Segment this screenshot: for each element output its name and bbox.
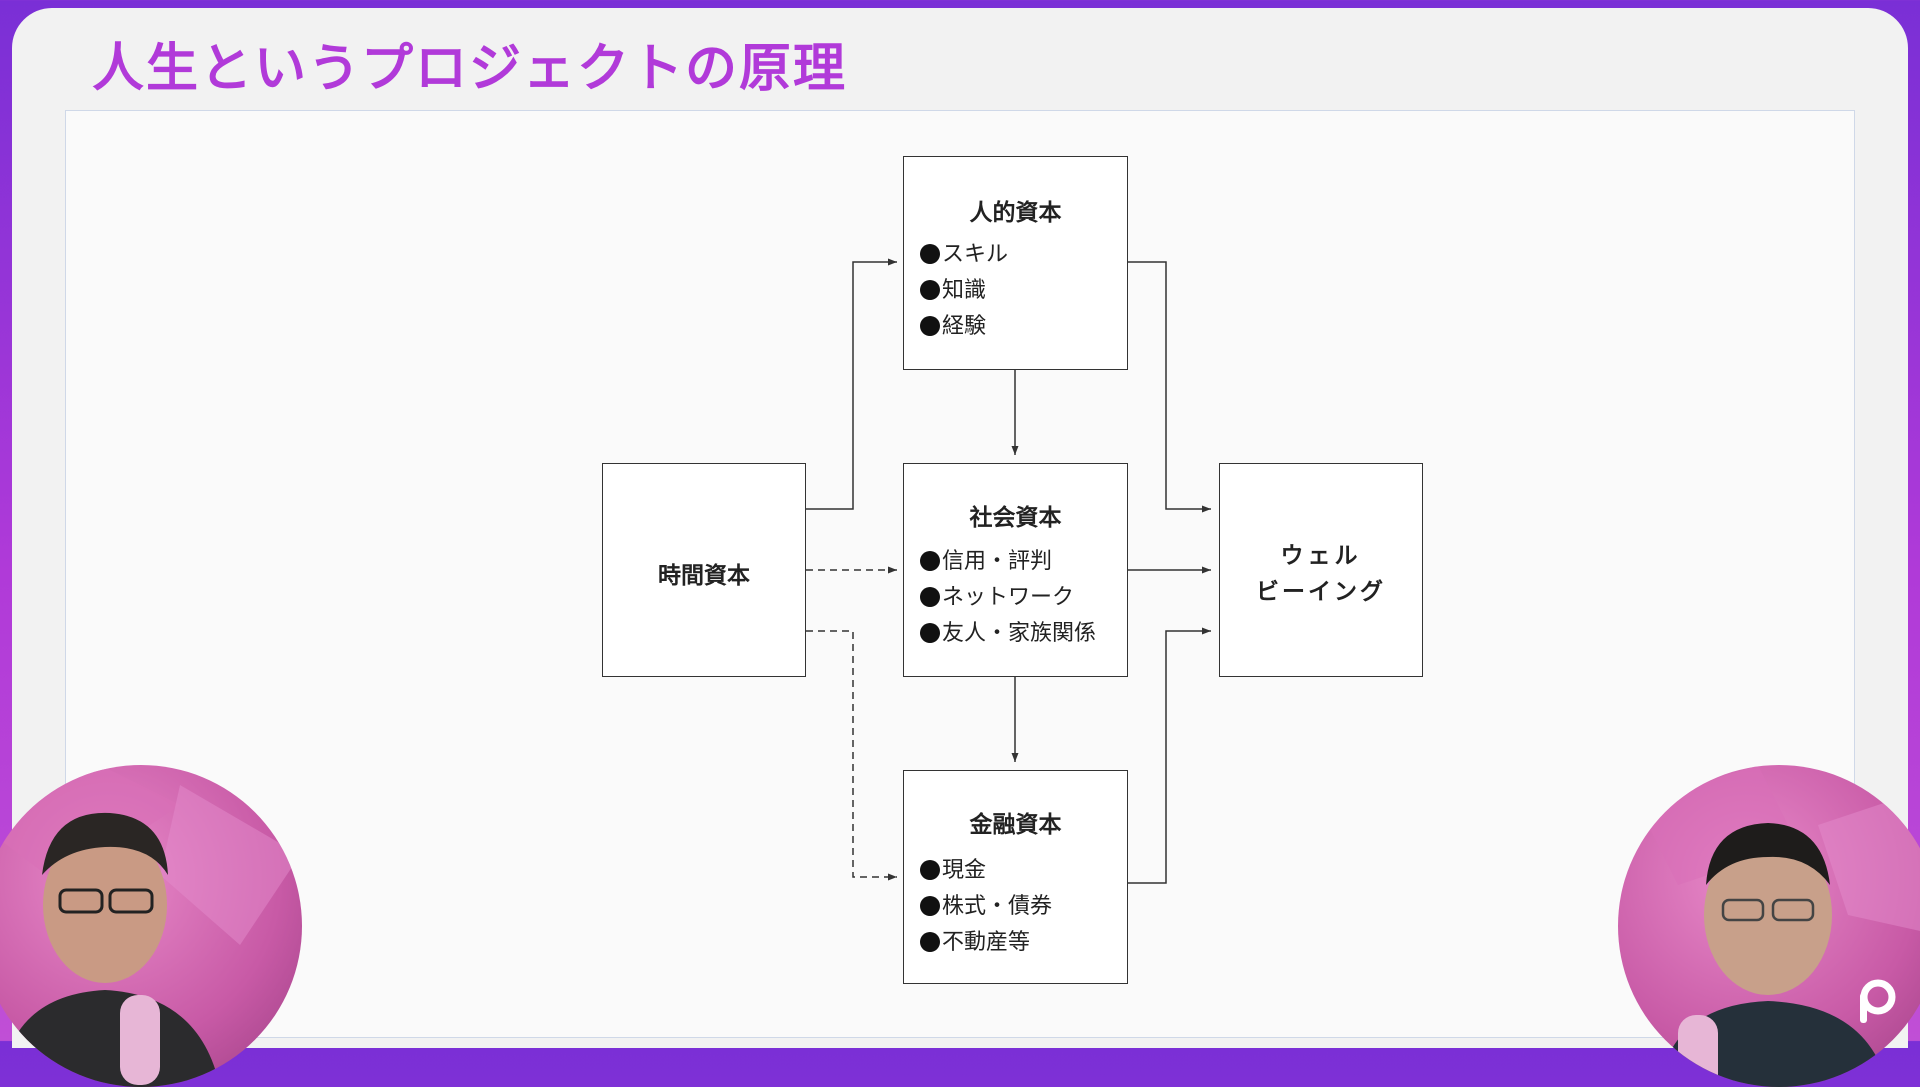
financial-capital-box: 金融資本 現金 株式・債券 不動産等: [903, 770, 1128, 984]
list-item: 友人・家族関係: [920, 616, 1096, 652]
p-logo-icon: [1860, 979, 1896, 1023]
wellbeing-line2: ビーイング: [1256, 579, 1386, 605]
person-icon: [0, 765, 300, 1087]
bullet-icon: [920, 316, 940, 336]
bullet-icon: [920, 244, 940, 264]
wellbeing-line1: ウェル: [1280, 543, 1362, 569]
diagram-panel: 人的資本 スキル 知識 経験 社会資本 信用・評判 ネットワーク 友人・家族関係…: [65, 110, 1855, 1038]
list-item: ネットワーク: [920, 580, 1096, 616]
social-capital-list: 信用・評判 ネットワーク 友人・家族関係: [920, 544, 1096, 652]
person-icon: [1638, 765, 1920, 1087]
bullet-icon: [920, 623, 940, 643]
participant-video-right: [1618, 765, 1920, 1087]
participant-video-left: [0, 765, 302, 1087]
financial-capital-list: 現金 株式・債券 不動産等: [920, 853, 1052, 961]
slide-title: 人生というプロジェクトの原理: [92, 39, 847, 99]
bullet-icon: [920, 896, 940, 916]
list-item: 知識: [920, 273, 1008, 309]
wellbeing-box: ウェル ビーイング: [1219, 463, 1423, 677]
arrow-financial-to-wellbeing: [1128, 627, 1211, 884]
bullet-icon: [920, 551, 940, 571]
list-item: 経験: [920, 309, 1008, 345]
bullet-icon: [920, 932, 940, 952]
bullet-icon: [920, 280, 940, 300]
time-capital-title: 時間資本: [658, 563, 750, 589]
arrow-time-to-financial: [806, 630, 897, 881]
human-capital-box: 人的資本 スキル 知識 経験: [903, 156, 1128, 370]
human-capital-title: 人的資本: [969, 200, 1062, 226]
diagram-connectors: [806, 258, 1211, 884]
list-item: 現金: [920, 853, 1052, 889]
social-capital-title: 社会資本: [969, 505, 1062, 531]
bullet-icon: [920, 860, 940, 880]
social-capital-box: 社会資本 信用・評判 ネットワーク 友人・家族関係: [903, 463, 1128, 677]
list-item: 信用・評判: [920, 544, 1096, 580]
financial-capital-title: 金融資本: [969, 812, 1062, 838]
list-item: 株式・債券: [920, 889, 1052, 925]
time-capital-box: 時間資本: [602, 463, 806, 677]
arrow-time-to-human: [806, 258, 897, 510]
arrow-human-to-wellbeing: [1128, 261, 1211, 513]
bullet-icon: [920, 587, 940, 607]
list-item: スキル: [920, 237, 1008, 273]
human-capital-list: スキル 知識 経験: [920, 237, 1008, 345]
list-item: 不動産等: [920, 925, 1052, 961]
